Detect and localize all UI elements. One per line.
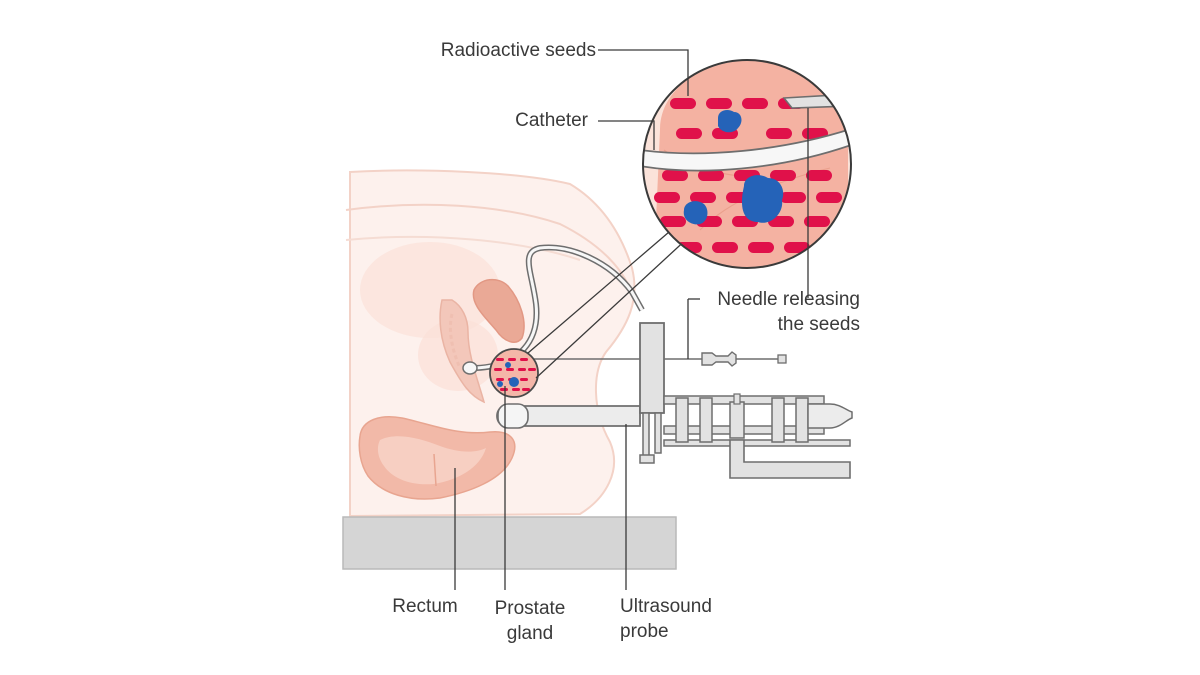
seed <box>816 192 842 203</box>
zoom-line-lower <box>535 235 691 379</box>
seed <box>784 242 810 253</box>
seed-small <box>522 388 530 391</box>
bone-detail <box>448 313 462 369</box>
seed <box>662 170 688 181</box>
seed <box>742 98 768 109</box>
label-ultrasound-line1: Ultrasound <box>620 596 712 617</box>
magnified-view <box>642 59 852 269</box>
seed <box>660 216 686 227</box>
seed-small <box>528 368 536 371</box>
seed <box>654 192 680 203</box>
prostate-small <box>489 348 539 398</box>
seed <box>770 170 796 181</box>
needle <box>528 351 787 367</box>
seed <box>676 128 702 139</box>
table <box>342 516 677 570</box>
seed <box>780 192 806 203</box>
label-prostate-line2: gland <box>506 623 554 644</box>
seed-small <box>496 358 504 361</box>
leader-catheter <box>598 120 655 150</box>
seed-small <box>496 378 504 381</box>
seed <box>804 216 830 227</box>
label-needle-line2: the seeds <box>777 314 860 335</box>
seed <box>670 98 696 109</box>
catheter-tube <box>462 244 645 375</box>
label-prostate: Prostate gland <box>476 596 584 646</box>
seed <box>806 170 832 181</box>
rectum-organ <box>358 416 516 500</box>
label-prostate-line1: Prostate <box>494 598 566 619</box>
label-radioactive-seeds: Radioactive seeds <box>440 40 596 61</box>
seed-small <box>508 358 516 361</box>
label-catheter: Catheter <box>515 110 588 131</box>
seed-small <box>506 368 514 371</box>
seed <box>706 98 732 109</box>
seed <box>766 128 792 139</box>
ultrasound-probe-device <box>496 322 853 479</box>
seed <box>768 216 794 227</box>
seed-small <box>520 378 528 381</box>
label-ultrasound-line2: probe <box>620 621 669 642</box>
zoom-line-upper <box>527 225 677 354</box>
leader-lines <box>454 49 809 590</box>
seed-small <box>520 358 528 361</box>
seed <box>690 192 716 203</box>
seed-small <box>512 388 520 391</box>
seed <box>712 242 738 253</box>
label-needle: Needle releasing the seeds <box>700 287 860 337</box>
seed-small <box>518 368 526 371</box>
leader-radioactive-seeds <box>598 49 689 96</box>
seed-small <box>494 368 502 371</box>
label-rectum: Rectum <box>392 596 458 617</box>
label-ultrasound: Ultrasound probe <box>620 594 740 644</box>
pelvic-bone <box>439 299 486 404</box>
label-needle-line1: Needle releasing <box>717 289 860 310</box>
seed <box>748 242 774 253</box>
seed <box>698 170 724 181</box>
seed-small <box>500 388 508 391</box>
bladder <box>472 278 525 343</box>
